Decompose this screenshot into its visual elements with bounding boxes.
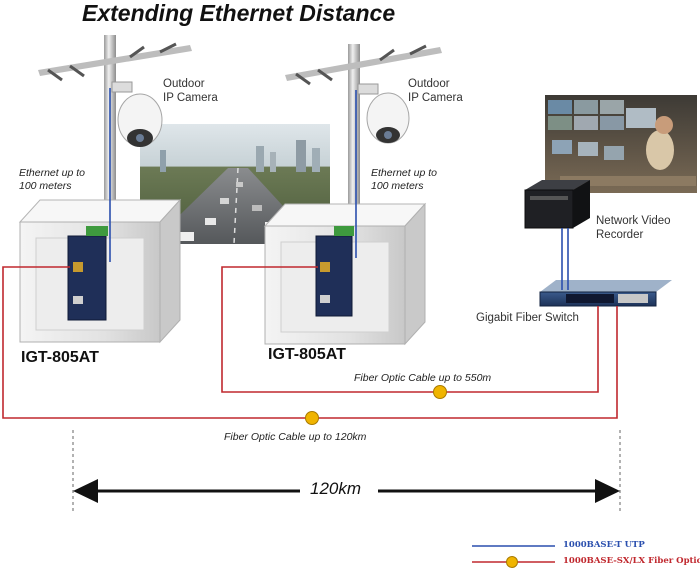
converter-right-model: IGT-805AT: [268, 346, 346, 363]
pole-right: [285, 44, 442, 214]
control-room-photo: [545, 95, 697, 193]
page-title: Extending Ethernet Distance: [82, 0, 396, 26]
converter-left-icon: [67, 226, 108, 321]
fiber-short-label: Fiber Optic Cable up to 550m: [354, 372, 492, 384]
ethernet-note-right-line1: Ethernet up to: [371, 167, 437, 179]
ethernet-note-right: Ethernet up to 100 meters: [371, 167, 437, 193]
nvr-label: Network Video Recorder: [596, 214, 671, 242]
legend-fiber-label: 1000BASE-SX/LX Fiber Optic: [563, 556, 700, 566]
camera-right-label: Outdoor IP Camera: [408, 77, 463, 105]
camera-left-label-line2: IP Camera: [163, 92, 218, 104]
nvr-label-line2: Recorder: [596, 229, 644, 241]
ethernet-note-left: Ethernet up to 100 meters: [19, 167, 85, 193]
legend-utp-label: 1000BASE-T UTP: [563, 540, 645, 550]
camera-left-label-line1: Outdoor: [163, 78, 205, 90]
ethernet-note-left-line1: Ethernet up to: [19, 167, 85, 179]
legend-fiber-marker-icon: [506, 556, 518, 568]
camera-right-icon: [357, 83, 410, 144]
fiber-long-label: Fiber Optic Cable up to 120km: [224, 431, 367, 443]
cabinet-left: [18, 198, 182, 344]
fiber-cable-short: [221, 266, 599, 393]
legend-lines: [472, 545, 555, 568]
switch-icon: [539, 280, 672, 307]
fiber-cable-long: [2, 266, 618, 419]
nvr-label-line1: Network Video: [596, 215, 671, 227]
converter-right-icon: [315, 226, 354, 317]
ethernet-note-left-line2: 100 meters: [19, 180, 72, 192]
nvr-icon: [524, 180, 590, 229]
distance-label: 120km: [310, 479, 362, 498]
ethernet-note-right-line2: 100 meters: [371, 180, 424, 192]
cables: [2, 88, 618, 425]
converter-left-model: IGT-805AT: [21, 349, 99, 366]
switch-label: Gigabit Fiber Switch: [476, 312, 579, 324]
distance-arrow: [72, 430, 621, 512]
camera-left-icon: [111, 81, 163, 147]
camera-right-label-line1: Outdoor: [408, 78, 450, 90]
camera-left-label: Outdoor IP Camera: [163, 77, 218, 105]
camera-right-label-line2: IP Camera: [408, 92, 463, 104]
fiber-short-marker-icon: [433, 385, 447, 399]
fiber-long-marker-icon: [305, 411, 319, 425]
